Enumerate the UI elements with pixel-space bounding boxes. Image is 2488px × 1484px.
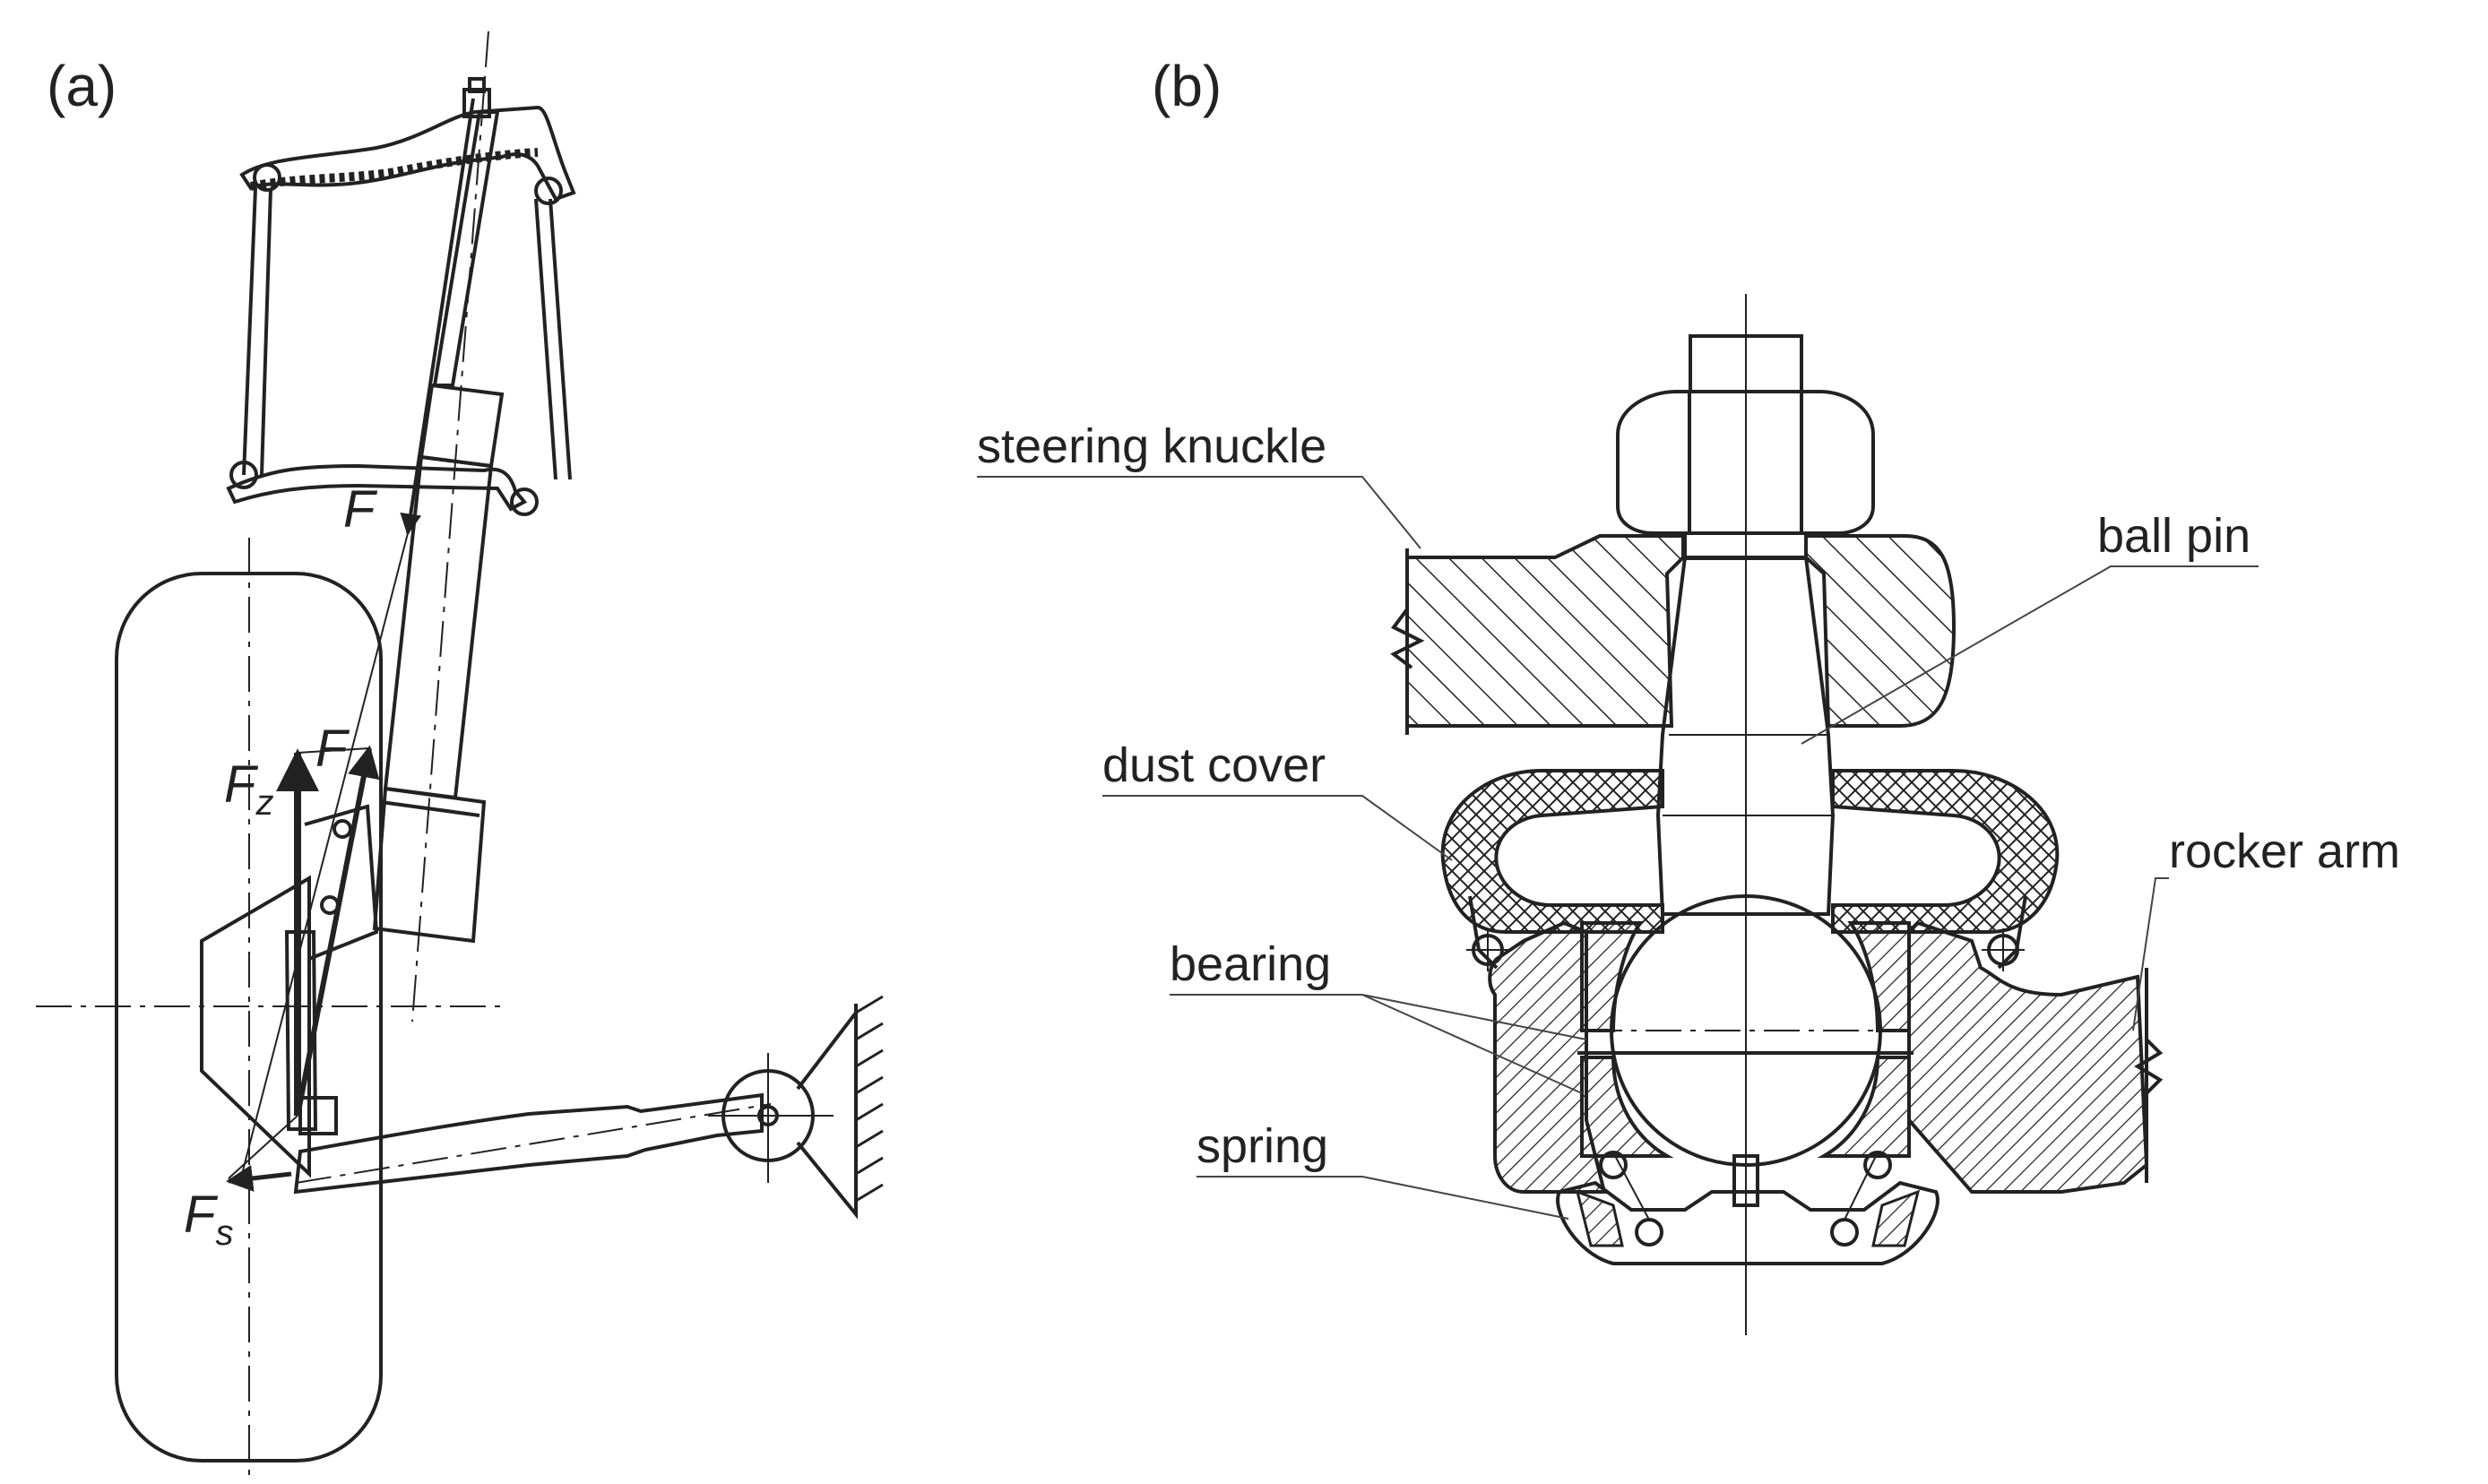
seal-rings [1466, 928, 2025, 971]
panel-a: (a) [36, 30, 884, 1484]
panel-a-label: (a) [47, 54, 117, 118]
steering-knuckle-section-right [1804, 534, 1957, 728]
bearing-lower-right [1817, 1056, 1911, 1158]
force-vectors [226, 98, 475, 1192]
strut-body [372, 110, 505, 944]
panel-b: (b) [977, 54, 2400, 1335]
label-steering-knuckle: steering knuckle [977, 419, 1326, 473]
label-bearing: bearing [1170, 937, 1331, 991]
label-dust-cover: dust cover [1102, 738, 1326, 792]
force-Fs-label: Fs [184, 1186, 233, 1253]
steering-knuckle-section [1405, 534, 1685, 728]
bearing-lower-left [1580, 1056, 1674, 1158]
force-Fs-arrow [226, 1165, 292, 1192]
dust-cover-left [1440, 769, 1664, 934]
lower-control-arm [293, 995, 884, 1220]
label-spring: spring [1196, 1119, 1328, 1173]
ball-pin [1655, 556, 1836, 916]
label-ball-pin: ball pin [2097, 509, 2250, 563]
force-F-resultant-label: F [315, 720, 350, 778]
spring-and-cap [1556, 1151, 1939, 1265]
force-F-arrow [400, 98, 475, 536]
rocker-arm-break [2134, 968, 2164, 1183]
label-rocker-arm: rocker arm [2169, 824, 2400, 878]
bearing-upper-right [1847, 921, 1911, 1032]
strut-top-mount [226, 77, 576, 516]
rocker-arm-section [1907, 920, 2149, 1194]
force-F-resultant-arrow [295, 745, 380, 1117]
force-F-label: F [343, 480, 378, 539]
leaders [977, 476, 2259, 1220]
panel-b-label: (b) [1152, 54, 1222, 118]
force-line-extension [241, 532, 409, 1175]
force-Fz-label: Fz [224, 755, 273, 823]
steering-knuckle-break [1390, 548, 1425, 735]
dust-cover-right [1831, 769, 2060, 934]
strut-axis-centerline [411, 30, 489, 1022]
